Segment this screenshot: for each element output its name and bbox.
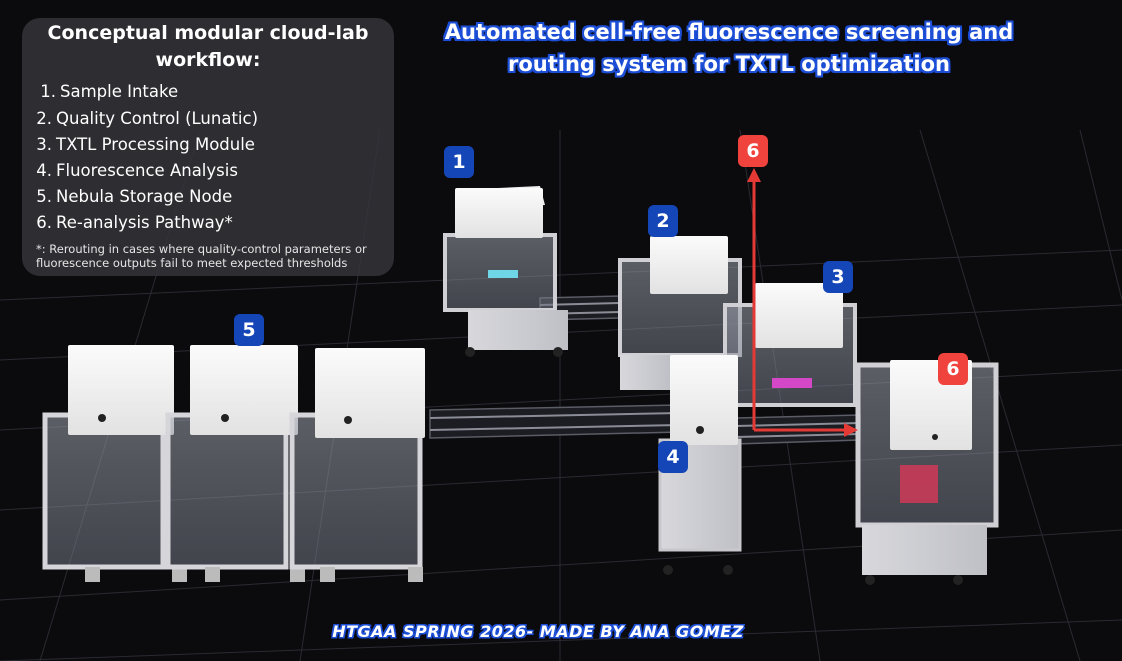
station-storage-unit-2 <box>165 345 305 582</box>
station-txtl-processing <box>723 283 857 407</box>
workflow-step-5: 5.Nebula Storage Node <box>32 187 232 206</box>
workflow-footnote: *: Rerouting in cases where quality-cont… <box>36 242 367 270</box>
diagram-title: Automated cell-free fluorescence screeni… <box>444 20 1014 76</box>
workflow-panel: Conceptual modular cloud-lab workflow: 1… <box>22 18 394 276</box>
badge-reanalysis-right: 6 <box>938 353 968 385</box>
station-storage-unit-1 <box>42 345 187 582</box>
workflow-step-4: 4.Fluorescence Analysis <box>32 161 238 180</box>
badge-txtl-processing: 3 <box>823 261 853 293</box>
badge-sample-intake: 1 <box>444 146 474 178</box>
workflow-step-6: 6.Re-analysis Pathway* <box>32 213 233 232</box>
workflow-panel-title: Conceptual modular cloud-lab workflow: <box>47 22 369 71</box>
workflow-step-label: Sample Intake <box>60 82 179 101</box>
workflow-step-3: 3.TXTL Processing Module <box>32 135 255 154</box>
badge-storage-node: 5 <box>234 314 264 346</box>
credit-footer: HTGAA SPRING 2026- MADE BY ANA GOMEZ <box>332 622 744 641</box>
workflow-step-number: 5. <box>36 187 52 206</box>
workflow-step-number: 1. <box>40 82 56 101</box>
workflow-step-number: 6. <box>36 213 52 232</box>
workflow-step-label: Fluorescence Analysis <box>56 161 238 180</box>
station-sample-intake <box>443 186 568 357</box>
badge-quality-control: 2 <box>648 205 678 237</box>
workflow-step-label: TXTL Processing Module <box>56 135 255 154</box>
workflow-step-number: 2. <box>36 109 52 128</box>
workflow-step-label: Quality Control (Lunatic) <box>56 109 259 128</box>
badge-reanalysis-top: 6 <box>738 135 768 167</box>
workflow-step-1: 1.Sample Intake <box>36 82 178 101</box>
workflow-step-label: Re-analysis Pathway* <box>56 213 233 232</box>
station-reanalysis <box>855 360 999 585</box>
station-fluorescence-analysis <box>658 355 742 575</box>
station-storage-unit-3 <box>289 348 425 582</box>
workflow-step-number: 3. <box>36 135 52 154</box>
workflow-step-label: Nebula Storage Node <box>56 187 233 206</box>
badge-fluorescence-analysis: 4 <box>658 441 688 473</box>
workflow-step-number: 4. <box>36 161 52 180</box>
workflow-step-2: 2.Quality Control (Lunatic) <box>32 109 258 128</box>
conveyor-track-bottom <box>429 404 681 439</box>
reroute-arrow <box>747 168 858 437</box>
station-quality-control <box>618 236 742 390</box>
